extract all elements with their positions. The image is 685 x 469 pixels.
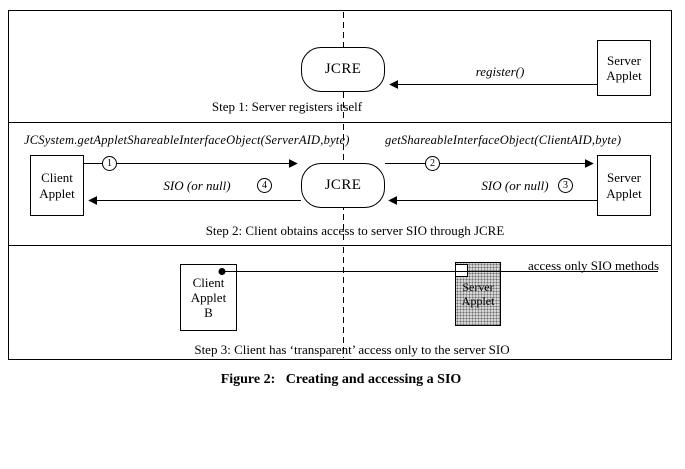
- step2-client-call-label: JCSystem.getAppletShareableInterfaceObje…: [24, 133, 350, 147]
- step2-caption: Step 2: Client obtains access to server …: [205, 223, 505, 238]
- step3-access-note: access only SIO methods: [528, 258, 660, 273]
- step2-sio-return-right-label: SIO (or null): [481, 178, 549, 193]
- step1-register-label: register(): [475, 64, 525, 79]
- step2-badge-2: 2: [425, 156, 440, 171]
- step2-client-applet-box: Client Applet: [30, 155, 84, 216]
- step2-badge-4: 4: [257, 178, 272, 193]
- step3-client-applet-box: Client Applet B: [180, 264, 237, 331]
- panel-divider-1: [8, 122, 672, 123]
- step2-jcre-box: JCRE: [301, 163, 385, 208]
- step3-caption: Step 3: Client has ‘transparent’ access …: [194, 342, 510, 357]
- step2-server-call-label: getShareableInterfaceObject(ClientAID,by…: [385, 133, 622, 147]
- step3-sio-port-box: [455, 264, 468, 277]
- diagram-border: [8, 10, 672, 360]
- step1-caption: Step 1: Server registers itself: [211, 99, 363, 114]
- step1-server-applet-box: Server Applet: [597, 40, 651, 96]
- step1-jcre-box: JCRE: [301, 47, 385, 92]
- step2-sio-return-left-label: SIO (or null): [163, 178, 231, 193]
- step2-server-applet-box: Server Applet: [597, 155, 651, 216]
- panel-divider-2: [8, 245, 672, 246]
- step2-badge-1: 1: [102, 156, 117, 171]
- step2-badge-3: 3: [558, 178, 573, 193]
- figure-caption: Figure 2: Creating and accessing a SIO: [220, 372, 462, 387]
